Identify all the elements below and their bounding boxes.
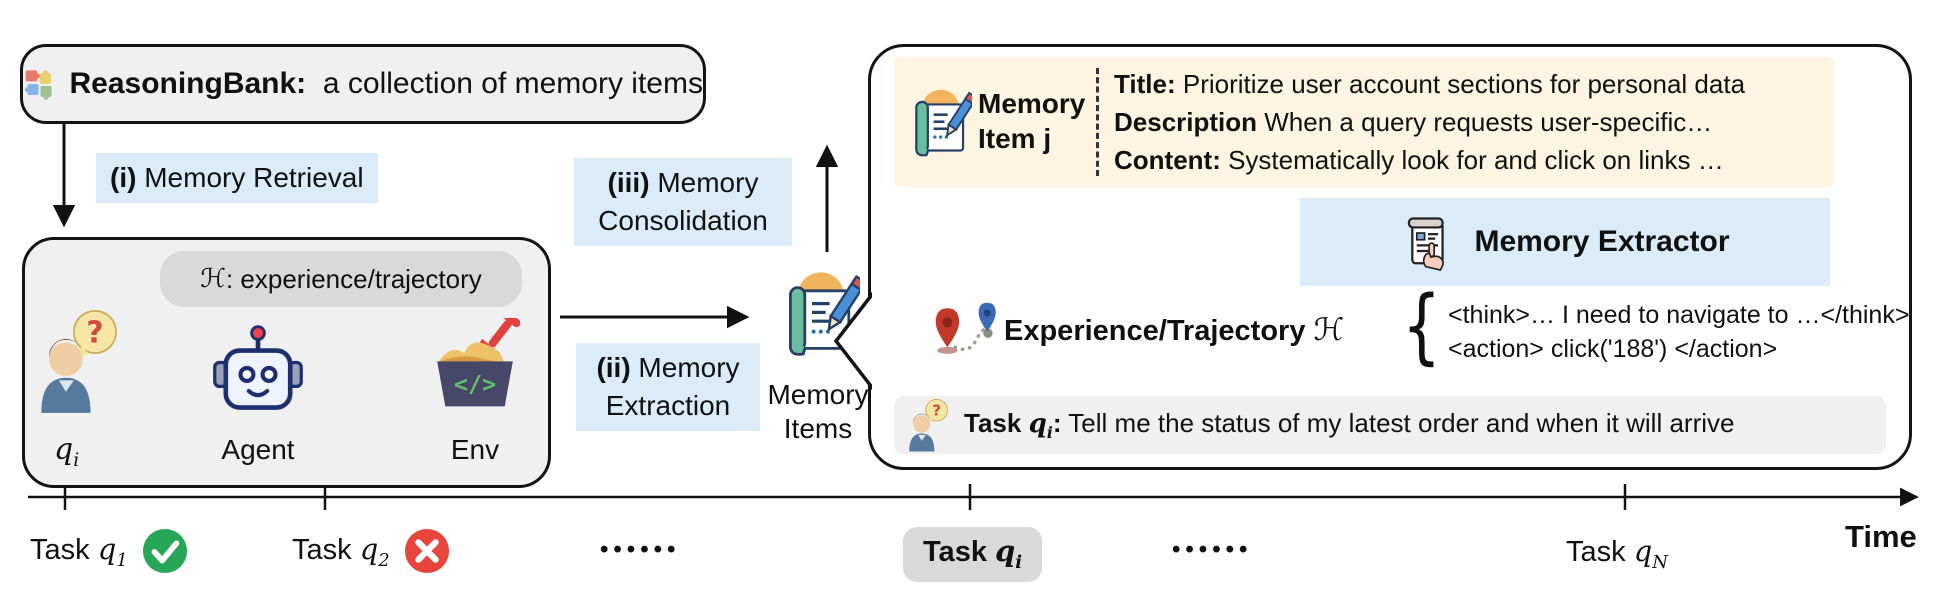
time-axis-label: Time bbox=[1845, 519, 1917, 554]
trajectory-pill: ℋ: experience/trajectory bbox=[160, 251, 522, 307]
timeline-task-1: Task q1 bbox=[30, 528, 188, 574]
agent-robot-icon bbox=[212, 322, 304, 414]
memory-extractor-badge: Memory Extractor bbox=[1300, 198, 1830, 286]
timeline-ellipsis-right: •••••• bbox=[1172, 536, 1253, 563]
step-memory-extraction: (ii) Memory Extraction bbox=[576, 343, 760, 431]
timeline-task-2: Task q2 bbox=[292, 528, 450, 574]
memory-item-title: Title: Prioritize user account sections … bbox=[1114, 69, 1746, 99]
reasoningbank-title: ReasoningBank: a collection of memory it… bbox=[69, 67, 703, 100]
memory-items-label: Memory Items bbox=[767, 379, 869, 444]
memory-item-icon bbox=[908, 80, 972, 166]
puzzle-icon bbox=[23, 60, 55, 108]
memory-extractor-label: Memory Extractor bbox=[1474, 225, 1730, 258]
agent-label: Agent bbox=[221, 434, 295, 465]
task-text: Task qi: Tell me the status of my latest… bbox=[964, 407, 1735, 443]
timeline-task-n: Task qN bbox=[1566, 534, 1668, 573]
success-check-icon bbox=[142, 528, 188, 574]
env-sandbox-icon bbox=[430, 318, 520, 412]
memory-item-divider bbox=[1096, 68, 1099, 176]
step-memory-consolidation: (iii) Memory Consolidation bbox=[574, 158, 792, 246]
step-memory-retrieval: (i) Memory Retrieval bbox=[96, 153, 378, 203]
trajectory-code: <think>… I need to navigate to …</think>… bbox=[1448, 298, 1909, 366]
trajectory-brace: { bbox=[1402, 279, 1442, 374]
memory-item-card bbox=[894, 57, 1834, 187]
user-question-icon bbox=[36, 308, 124, 414]
memory-item-fields: Title: Prioritize user account sections … bbox=[1114, 65, 1745, 179]
timeline-task-current: Task qi bbox=[903, 527, 1043, 582]
timeline-ellipsis-left: •••••• bbox=[600, 536, 681, 563]
memory-item-label: Memory Item j bbox=[978, 88, 1086, 154]
memory-item-content: Content: Systematically look for and cli… bbox=[1114, 145, 1724, 175]
experience-trajectory-label: Experience/Trajectory ℋ bbox=[1004, 312, 1345, 348]
failure-cross-icon bbox=[404, 528, 450, 574]
memory-item-description: Description When a query requests user-s… bbox=[1114, 107, 1713, 137]
memory-extractor-icon bbox=[1400, 212, 1456, 272]
callout-tail bbox=[833, 290, 882, 394]
think-line: <think>… I need to navigate to …</think> bbox=[1448, 301, 1910, 329]
user-query-label: qi bbox=[54, 432, 80, 471]
task-row: Task qi: Tell me the status of my latest… bbox=[894, 396, 1886, 454]
env-label: Env bbox=[450, 434, 500, 465]
task-user-icon bbox=[906, 398, 952, 452]
trajectory-pins-icon bbox=[924, 298, 1002, 370]
action-line: <action> click('188') </action> bbox=[1448, 335, 1778, 363]
reasoningbank-box: ReasoningBank: a collection of memory it… bbox=[20, 44, 706, 124]
